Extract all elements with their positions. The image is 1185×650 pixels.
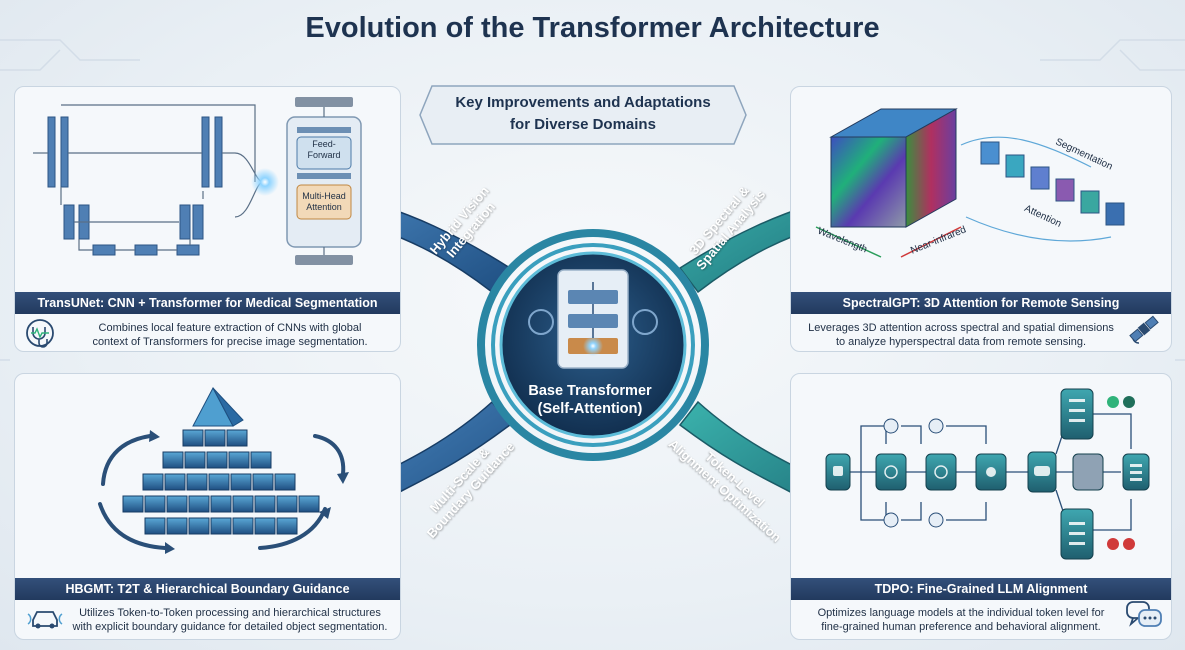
desc-line: Optimizes language models at the individ… [817, 607, 1105, 619]
center-label: Base Transformer (Self-Attention) [510, 382, 670, 418]
pyramid-diagram [98, 386, 349, 554]
panel-heading: TransUNet: CNN + Transformer for Medical… [15, 292, 400, 314]
panel-description: Leverages 3D attention across spectral a… [801, 321, 1121, 349]
desc-line: fine-grained human preference and behavi… [821, 621, 1101, 633]
center-hub [477, 229, 709, 461]
desc-line: to analyze hyperspectral data from remot… [835, 336, 1087, 348]
panel-transunet: Feed-Forward Multi-Head Attention TransU… [14, 86, 401, 352]
desc-line: with explicit boundary guidance for deta… [72, 621, 388, 633]
panel-description: Combines local feature extraction of CNN… [70, 321, 390, 349]
spectral-cube-diagram [815, 108, 1125, 258]
panel-hbgmt: HBGMT: T2T & Hierarchical Boundary Guida… [14, 373, 401, 640]
panel-tdpo: TDPO: Fine-Grained LLM Alignment Optimiz… [790, 373, 1172, 640]
subtitle: Key Improvements and Adaptations for Div… [418, 92, 748, 136]
desc-line: Leverages 3D attention across spectral a… [808, 322, 1114, 334]
chat-bubbles-icon [1125, 598, 1163, 637]
panel-spectralgpt: Segmentation Attention Wavelength Near-i… [790, 86, 1172, 352]
subtitle-line-2: for Diverse Domains [510, 116, 656, 133]
desc-line: Utilizes Token-to-Token processing and h… [79, 607, 381, 619]
satellite-icon [1127, 313, 1161, 350]
multi-head-attention-block: Multi-Head Attention [302, 191, 346, 212]
token-flow-diagram [825, 388, 1150, 560]
subtitle-line-1: Key Improvements and Adaptations [455, 94, 711, 111]
desc-line: context of Transformers for precise imag… [92, 336, 368, 348]
banner-shape [419, 85, 747, 145]
panel-description: Utilizes Token-to-Token processing and h… [70, 606, 390, 634]
subtitle-banner: Key Improvements and Adaptations for Div… [418, 84, 748, 146]
car-icon [25, 602, 65, 637]
panel-heading: SpectralGPT: 3D Attention for Remote Sen… [791, 292, 1171, 314]
page-title: Evolution of the Transformer Architectur… [305, 12, 880, 44]
desc-line: Combines local feature extraction of CNN… [98, 322, 362, 334]
panel-heading: HBGMT: T2T & Hierarchical Boundary Guida… [15, 578, 400, 600]
center-label-line-2: (Self-Attention) [537, 401, 643, 417]
panel-heading: TDPO: Fine-Grained LLM Alignment [791, 578, 1171, 600]
feed-forward-block: Feed-Forward [307, 139, 341, 160]
stethoscope-icon [25, 318, 59, 351]
panel-description: Optimizes language models at the individ… [801, 606, 1121, 634]
circuit-lines [0, 39, 1185, 361]
center-label-line-1: Base Transformer [528, 383, 652, 399]
transunet-diagram [33, 97, 362, 265]
